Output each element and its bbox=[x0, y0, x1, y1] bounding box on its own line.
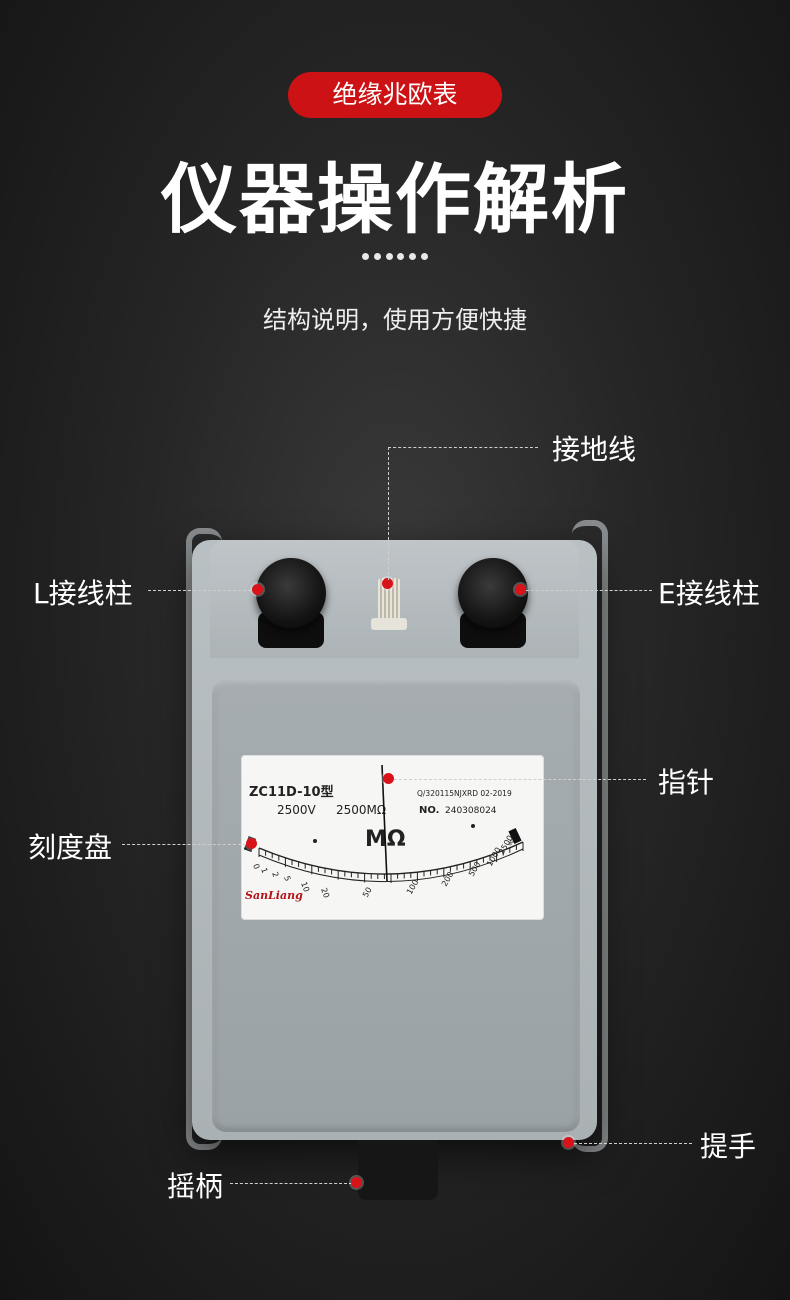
callout-dot-pointer bbox=[383, 773, 394, 784]
scale-end-mark bbox=[508, 827, 522, 845]
callout-pointer: 指针 bbox=[658, 766, 715, 799]
product-badge: 绝缘兆欧表 bbox=[288, 72, 502, 118]
scale-label: 50 bbox=[361, 886, 374, 899]
callout-dot-l bbox=[252, 584, 263, 595]
callout-handle: 提手 bbox=[700, 1130, 757, 1163]
needle bbox=[381, 764, 388, 882]
callout-dot-crank bbox=[351, 1177, 362, 1188]
callout-ground: 接地线 bbox=[552, 433, 637, 466]
callout-line-dial bbox=[122, 844, 246, 845]
dial-standard: Q/320115NJXRD 02-2019 bbox=[417, 789, 512, 798]
dial-serial: 240308024 bbox=[445, 806, 497, 816]
scale-label: 200 bbox=[440, 870, 455, 888]
dial-dot-left bbox=[313, 839, 317, 843]
l-terminal-knob[interactable] bbox=[256, 558, 326, 628]
handle-right bbox=[572, 520, 608, 1152]
callout-dot-e bbox=[515, 584, 526, 595]
page-title: 仪器操作解析 bbox=[161, 155, 629, 244]
callout-line-ground-h bbox=[388, 447, 538, 448]
scale-ticks bbox=[258, 842, 524, 883]
handle-left bbox=[186, 528, 222, 1150]
callout-crank: 摇柄 bbox=[167, 1170, 224, 1203]
dial-model: ZC11D-10型 bbox=[249, 785, 334, 800]
crank-housing[interactable] bbox=[358, 1140, 438, 1200]
dial-face: ZC11D-10型 2500V 2500MΩ Q/320115NJXRD 02-… bbox=[241, 755, 544, 920]
scale-label: 1 bbox=[259, 867, 269, 875]
callout-dot-handle bbox=[563, 1137, 574, 1148]
scale-label: 2 bbox=[270, 871, 280, 879]
callout-dot-ground bbox=[382, 578, 393, 589]
brand-logo: SanLiang bbox=[245, 889, 303, 902]
callout-dial: 刻度盘 bbox=[28, 831, 113, 864]
divider-dots bbox=[362, 253, 428, 261]
scale-label: 5 bbox=[282, 875, 292, 883]
scale-label: ∞ bbox=[505, 838, 516, 848]
callout-line-crank bbox=[230, 1183, 352, 1184]
callout-line-e bbox=[526, 590, 652, 591]
scale-label: 0 bbox=[251, 863, 261, 871]
scale-label: 20 bbox=[319, 887, 331, 900]
scale-label: 500 bbox=[467, 860, 482, 878]
dial-serial-label: NO. bbox=[419, 805, 440, 816]
callout-l-terminal: L接线柱 bbox=[33, 577, 133, 610]
callout-line-pointer bbox=[394, 779, 646, 780]
callout-e-terminal: E接线柱 bbox=[658, 577, 760, 610]
scale-arc bbox=[258, 841, 524, 875]
dial-voltage: 2500V bbox=[277, 803, 316, 817]
ground-post-base bbox=[371, 618, 407, 630]
callout-line-handle bbox=[574, 1143, 692, 1144]
scale-label: 10 bbox=[299, 881, 311, 894]
callout-dot-dial bbox=[246, 838, 257, 849]
page-subtitle: 结构说明，使用方便快捷 bbox=[263, 306, 527, 334]
dial-dot-right bbox=[471, 824, 475, 828]
callout-line-l bbox=[148, 590, 256, 591]
ground-post[interactable] bbox=[378, 578, 400, 622]
callout-line-ground-v bbox=[388, 447, 389, 580]
dial-range: 2500MΩ bbox=[336, 803, 387, 817]
